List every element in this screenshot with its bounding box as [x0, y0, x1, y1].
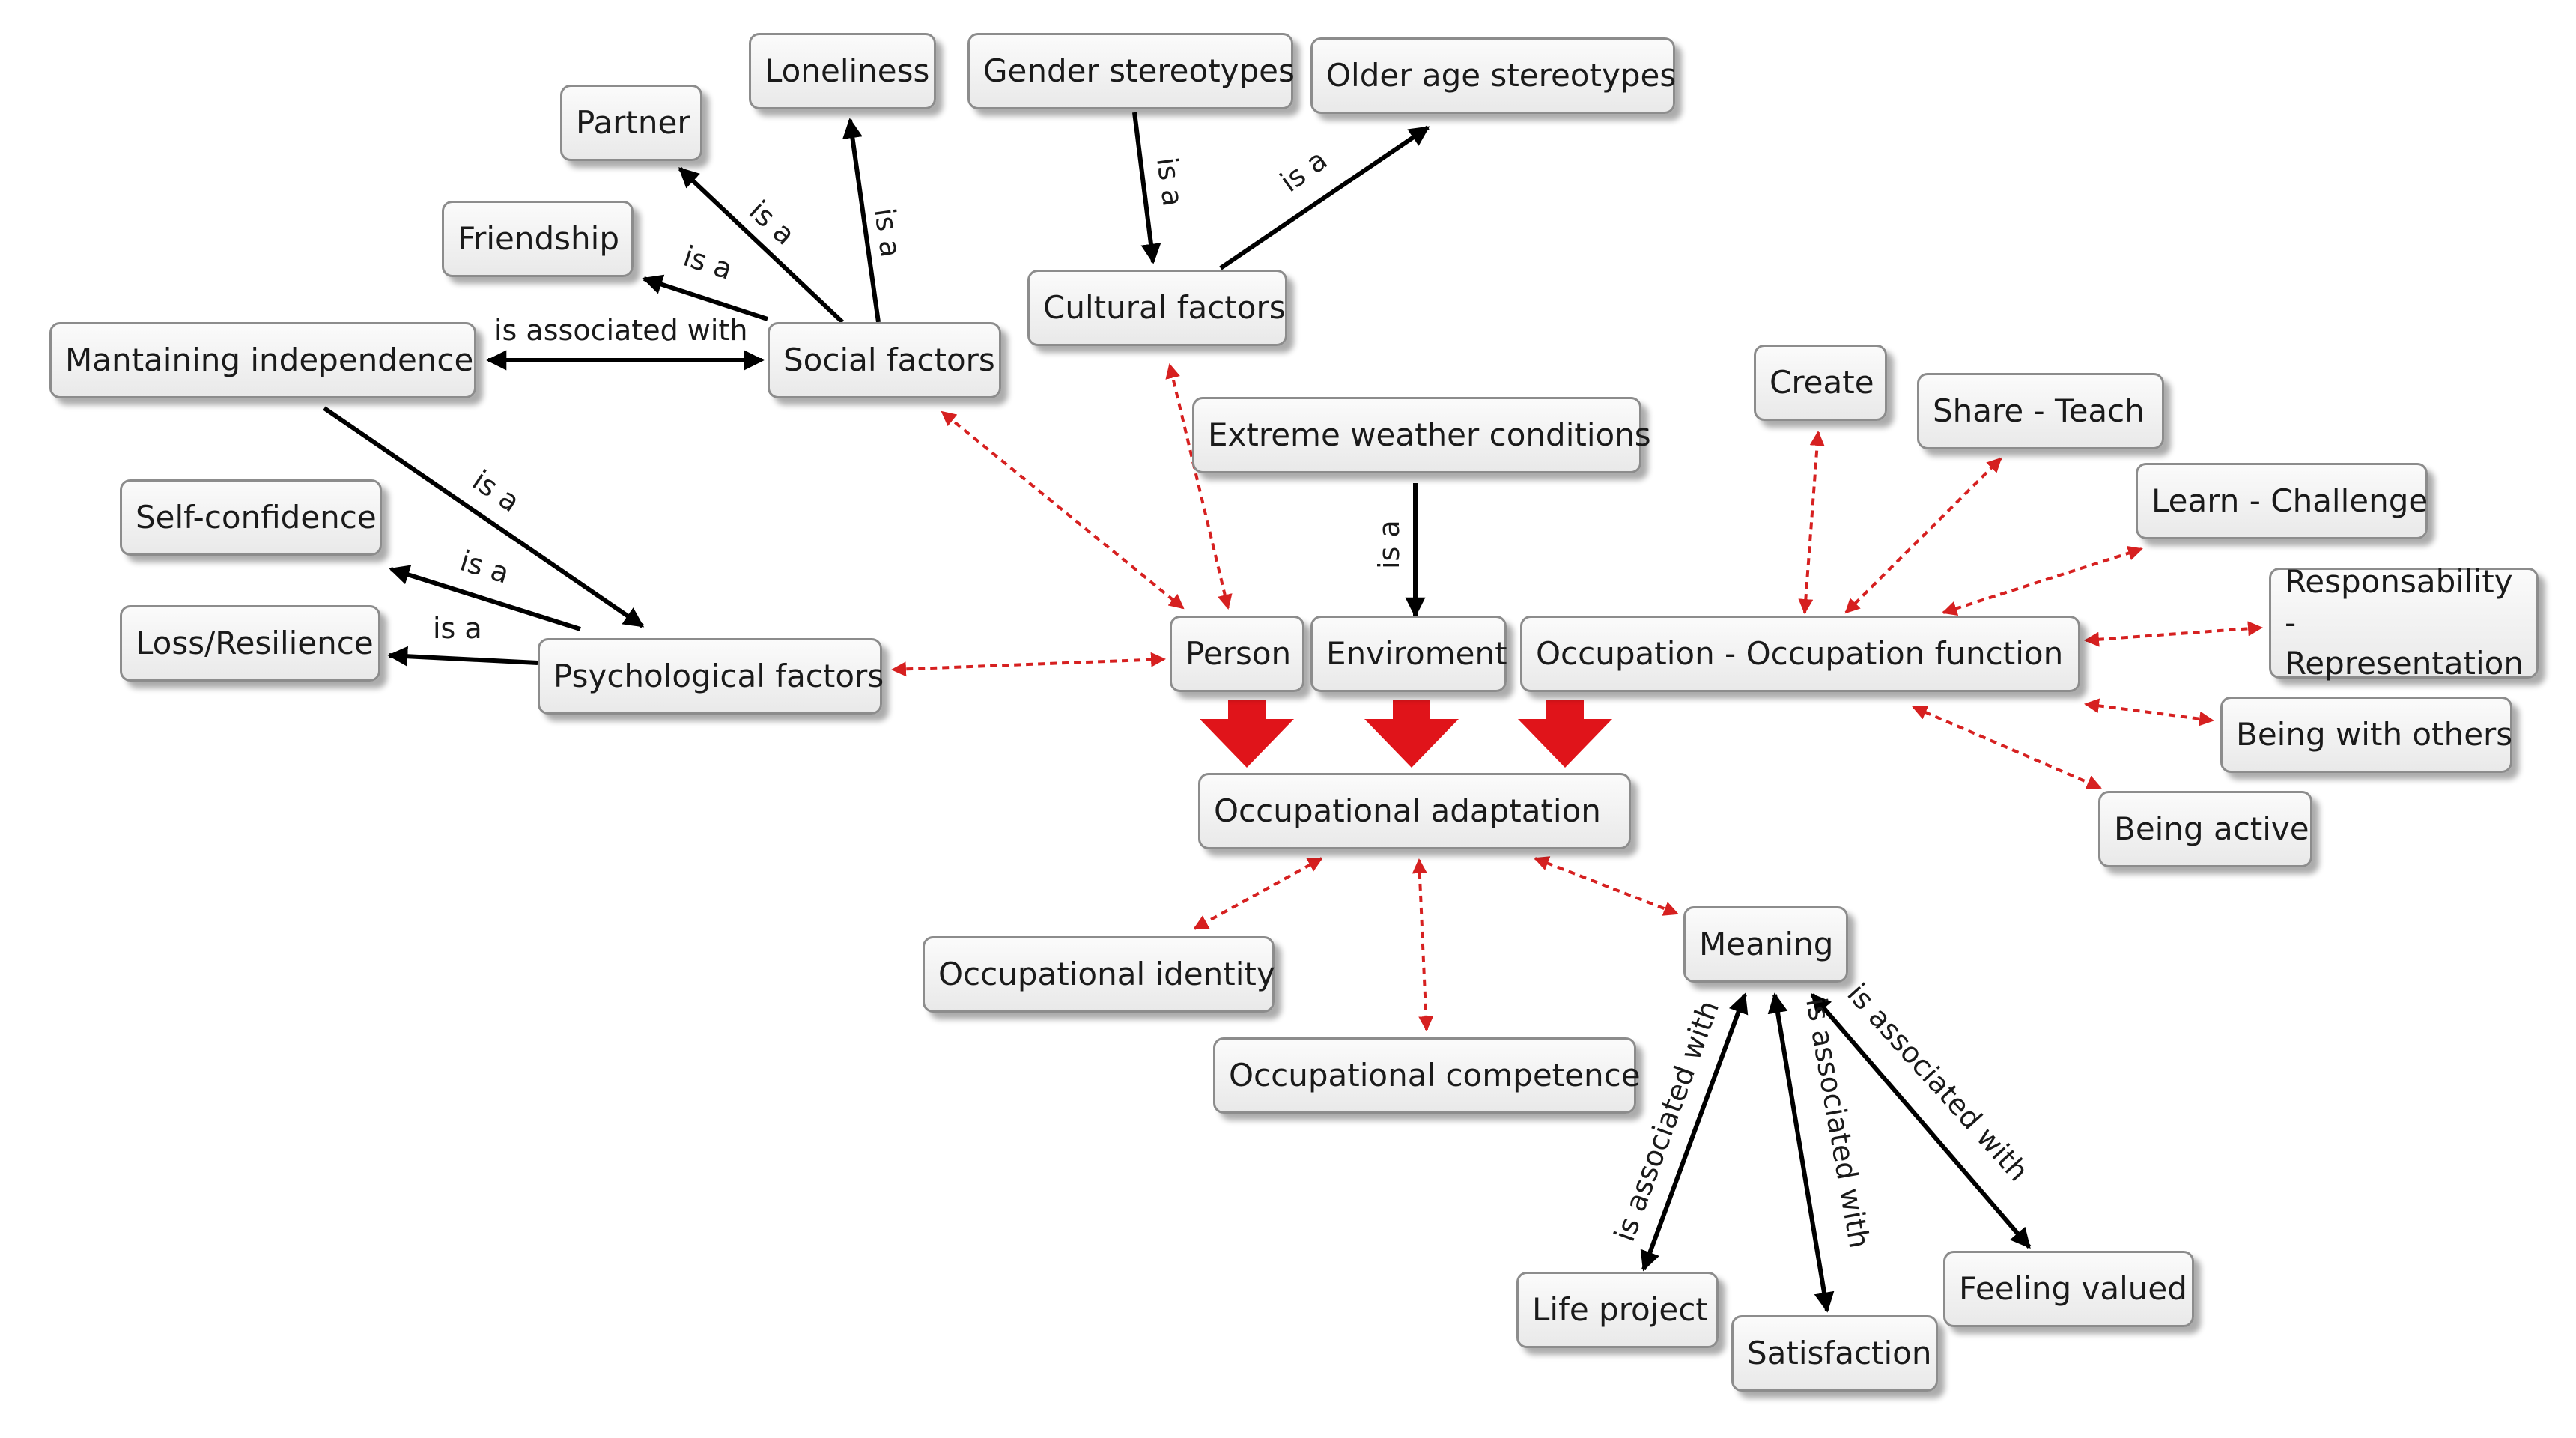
- node-create[interactable]: Create: [1754, 345, 1887, 421]
- label-isa-loneliness: is a: [868, 206, 908, 259]
- node-occupation[interactable]: Occupation - Occupation function: [1520, 616, 2080, 692]
- link-occupation-responsability: [2084, 621, 2263, 647]
- label-assoc-independence: is associated with: [494, 314, 747, 347]
- link-psych-loss: [387, 646, 538, 667]
- node-occupational-adaptation[interactable]: Occupational adaptation: [1198, 773, 1631, 849]
- node-partner[interactable]: Partner: [560, 85, 702, 161]
- big-arrow-occupation: [1518, 700, 1612, 768]
- link-adaptation-meaning: [1534, 856, 1679, 916]
- link-cultural-olderage: [1219, 125, 1430, 270]
- link-social-friendship: [642, 274, 768, 321]
- link-occupation-share: [1844, 457, 2002, 614]
- node-being-with-others[interactable]: Being with others: [2220, 697, 2512, 773]
- link-occupation-beingwithothers: [2084, 698, 2214, 726]
- label-isa-weather: is a: [1373, 520, 1406, 569]
- node-share-teach[interactable]: Share - Teach: [1917, 373, 2164, 449]
- node-extreme-weather[interactable]: Extreme weather conditions: [1192, 397, 1651, 473]
- node-responsability[interactable]: Responsability - Representation: [2269, 563, 2539, 682]
- link-social-loneliness: [842, 118, 881, 323]
- node-occupational-competence[interactable]: Occupational competence: [1213, 1037, 1641, 1114]
- label-isa-olderage: is a: [1274, 143, 1333, 198]
- node-learn-challenge[interactable]: Learn - Challenge: [2136, 463, 2428, 539]
- node-life-project[interactable]: Life project: [1516, 1272, 1719, 1348]
- node-meaning[interactable]: Meaning: [1683, 906, 1848, 983]
- link-adaptation-competence: [1412, 858, 1434, 1031]
- big-arrow-person: [1200, 700, 1294, 768]
- node-occupational-identity[interactable]: Occupational identity: [923, 936, 1275, 1013]
- label-isa-partner: is a: [743, 194, 801, 252]
- node-psychological-factors[interactable]: Psychological factors: [538, 638, 884, 715]
- node-enviroment[interactable]: Enviroment: [1310, 616, 1507, 692]
- link-adaptation-identity: [1193, 857, 1323, 930]
- link-meaning-feelingvalued: [1810, 992, 2032, 1249]
- node-being-active[interactable]: Being active: [2098, 791, 2312, 867]
- link-social-partner: [678, 166, 845, 324]
- link-occupation-beingactive: [1912, 705, 2102, 790]
- node-friendship[interactable]: Friendship: [442, 201, 634, 277]
- node-satisfaction[interactable]: Satisfaction: [1731, 1315, 1938, 1392]
- big-arrow-enviroment: [1364, 700, 1459, 768]
- node-loneliness[interactable]: Loneliness: [749, 33, 936, 109]
- node-maintaining-independence[interactable]: Mantaining independence: [49, 322, 476, 398]
- link-occupation-learn: [1942, 545, 2143, 616]
- node-cultural-factors[interactable]: Cultural factors: [1027, 270, 1287, 346]
- link-person-social: [941, 410, 1185, 610]
- node-person[interactable]: Person: [1170, 616, 1304, 692]
- node-loss-resilience[interactable]: Loss/Resilience: [120, 605, 380, 682]
- label-isa-gender: is a: [1150, 155, 1190, 208]
- node-self-confidence[interactable]: Self-confidence: [120, 479, 382, 556]
- link-occupation-create: [1798, 431, 1825, 614]
- node-older-age-stereotypes[interactable]: Older age stereotypes: [1310, 37, 1676, 114]
- label-isa-loss: is a: [433, 612, 482, 645]
- link-person-cultural: [1165, 363, 1233, 610]
- link-meaning-lifeproject: [1640, 992, 1749, 1272]
- link-person-psych: [891, 652, 1166, 677]
- label-isa-friendship: is a: [679, 240, 736, 286]
- node-feeling-valued[interactable]: Feeling valued: [1943, 1251, 2194, 1327]
- link-independence-psych: [323, 406, 645, 628]
- link-psych-selfconfidence: [389, 565, 581, 631]
- label-isa-selfconfidence: is a: [456, 544, 513, 590]
- node-gender-stereotypes[interactable]: Gender stereotypes: [967, 33, 1295, 109]
- link-meaning-satisfaction: [1767, 992, 1835, 1313]
- link-gender-cultural: [1132, 112, 1161, 264]
- node-social-factors[interactable]: Social factors: [768, 322, 1001, 398]
- label-assoc-feelingvalued: is associated with: [1841, 977, 2035, 1188]
